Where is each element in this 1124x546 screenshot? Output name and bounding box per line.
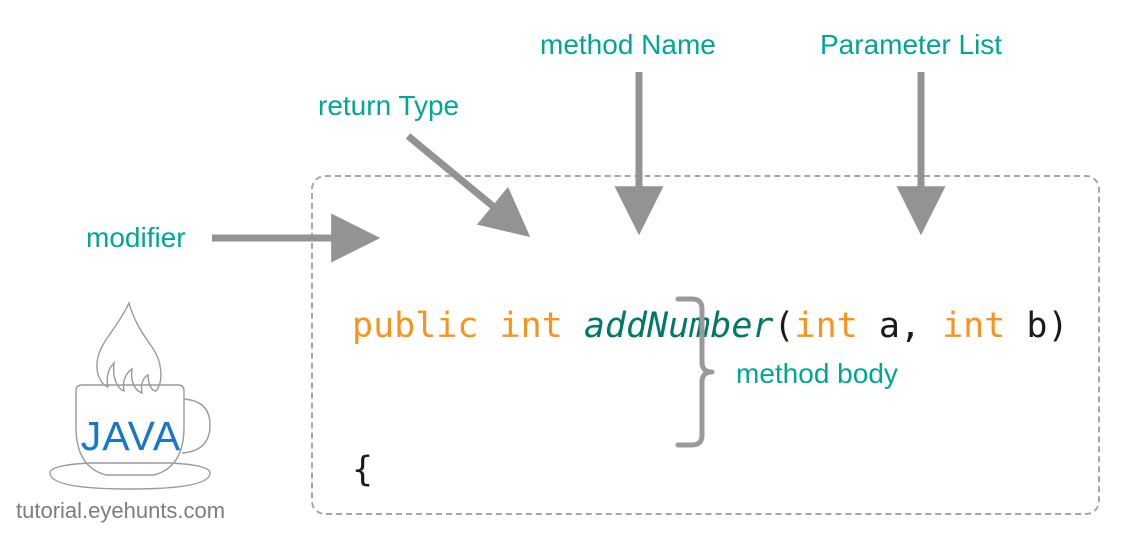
java-logo: JAVA xyxy=(36,295,226,495)
code-token-param2-name: b xyxy=(1005,306,1048,346)
code-token-param1-type: int xyxy=(794,306,858,346)
code-token-close-paren: ) xyxy=(1047,306,1069,346)
annotation-label-method-name: method Name xyxy=(540,29,716,60)
code-block-container xyxy=(311,175,1100,515)
code-token-return-type: int xyxy=(499,306,563,346)
code-token-modifier: public xyxy=(352,306,479,346)
java-cup-flame-icon xyxy=(49,300,211,490)
code-token-space xyxy=(478,306,499,346)
code-token-open-paren: ( xyxy=(773,306,795,346)
code-token-space-2 xyxy=(563,306,584,346)
code-token-param1-name: a xyxy=(857,306,900,346)
annotation-label-parameter-list: Parameter List xyxy=(820,29,1003,60)
footer-website-url: tutorial.eyehunts.com xyxy=(16,498,226,523)
code-token-param2-type: int xyxy=(942,306,1006,346)
annotation-label-modifier: modifier xyxy=(86,222,186,253)
annotation-label-return-type: return Type xyxy=(318,90,460,121)
annotation-label-method-body: method body xyxy=(736,358,898,389)
code-token-comma: , xyxy=(899,306,943,346)
code-snippet: public int addNumber(int a, int b) { int… xyxy=(352,206,1069,546)
code-line-signature: public int addNumber(int a, int b) xyxy=(352,302,1069,350)
code-token-method-name: addNumber xyxy=(583,306,774,346)
code-line-open-brace: { xyxy=(352,450,374,490)
java-logo-text: JAVA xyxy=(80,413,182,459)
